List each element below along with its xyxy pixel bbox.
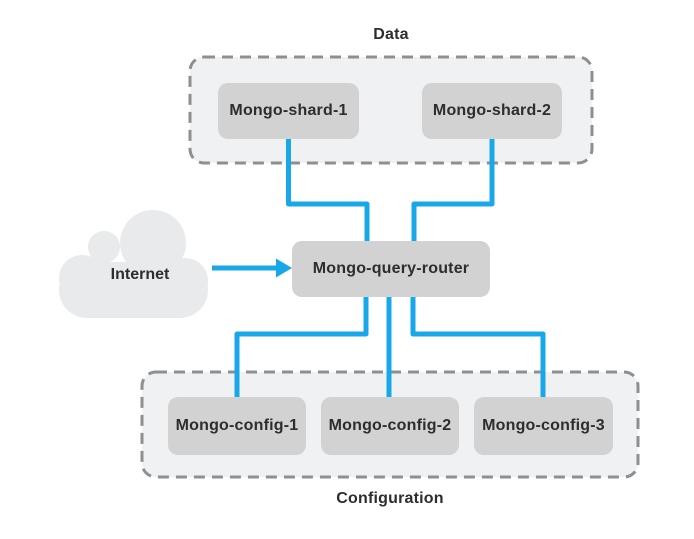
node-mongo-shard-1: Mongo-shard-1	[218, 83, 359, 139]
node-mongo-config-3: Mongo-config-3	[474, 397, 613, 455]
node-mongo-config-2: Mongo-config-2	[321, 397, 459, 455]
connector-router-to-config3	[410, 295, 546, 399]
connector-router-to-config1	[234, 295, 369, 399]
configuration-group-label: Configuration	[336, 490, 444, 507]
node-mongo-config-1: Mongo-config-1	[168, 397, 306, 455]
internet-arrow-icon	[212, 258, 292, 278]
node-mongo-query-router: Mongo-query-router	[292, 241, 490, 297]
internet-label: Internet	[110, 266, 170, 283]
connector-shard2-to-router	[411, 139, 495, 243]
cloud-icon	[59, 210, 208, 318]
data-group-label: Data	[373, 26, 409, 43]
node-mongo-shard-2: Mongo-shard-2	[422, 83, 562, 139]
connector-shard1-to-router	[286, 139, 370, 243]
